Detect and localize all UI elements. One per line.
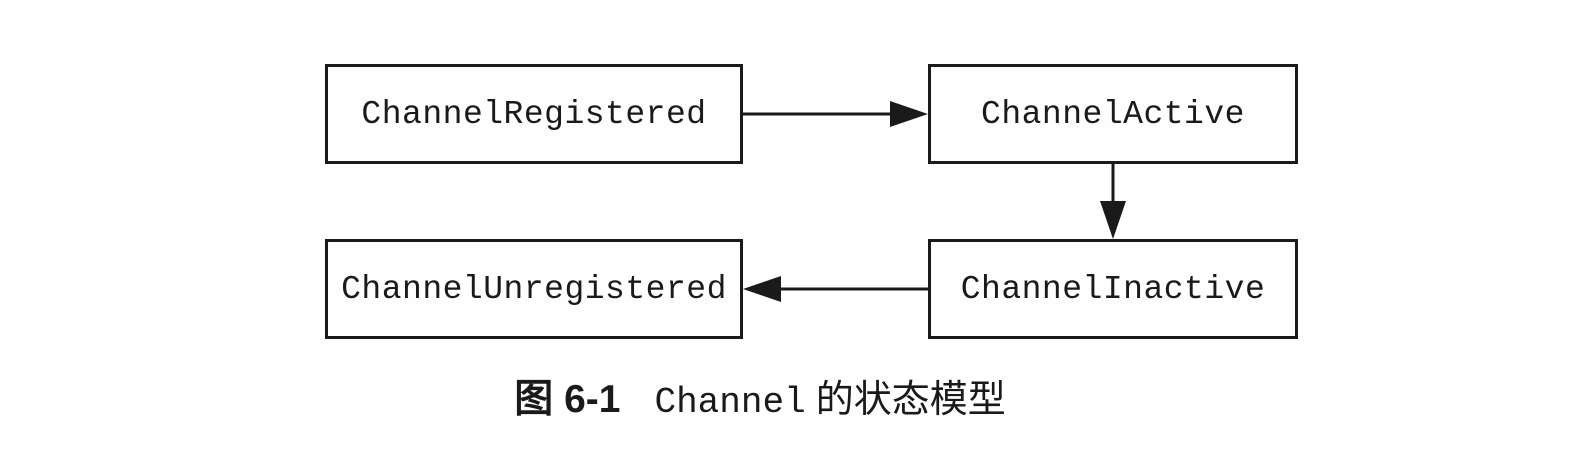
- caption-suffix: 的状态模型: [815, 379, 1006, 421]
- state-node-channel-active: ChannelActive: [928, 64, 1298, 164]
- state-node-channel-inactive: ChannelInactive: [928, 239, 1298, 339]
- state-label-channel-active: ChannelActive: [981, 95, 1245, 133]
- state-label-channel-registered: ChannelRegistered: [361, 95, 707, 133]
- figure-number: 图 6-1: [514, 378, 621, 421]
- edge-active-to-inactive: [1100, 164, 1126, 239]
- edge-registered-to-active: [743, 101, 928, 127]
- state-node-channel-registered: ChannelRegistered: [325, 64, 743, 164]
- caption-code-term: Channel: [654, 382, 806, 423]
- state-label-channel-inactive: ChannelInactive: [960, 270, 1266, 308]
- state-label-channel-unregistered: ChannelUnregistered: [341, 270, 727, 308]
- edge-inactive-to-unregistered: [743, 276, 928, 302]
- state-node-channel-unregistered: ChannelUnregistered: [325, 239, 743, 339]
